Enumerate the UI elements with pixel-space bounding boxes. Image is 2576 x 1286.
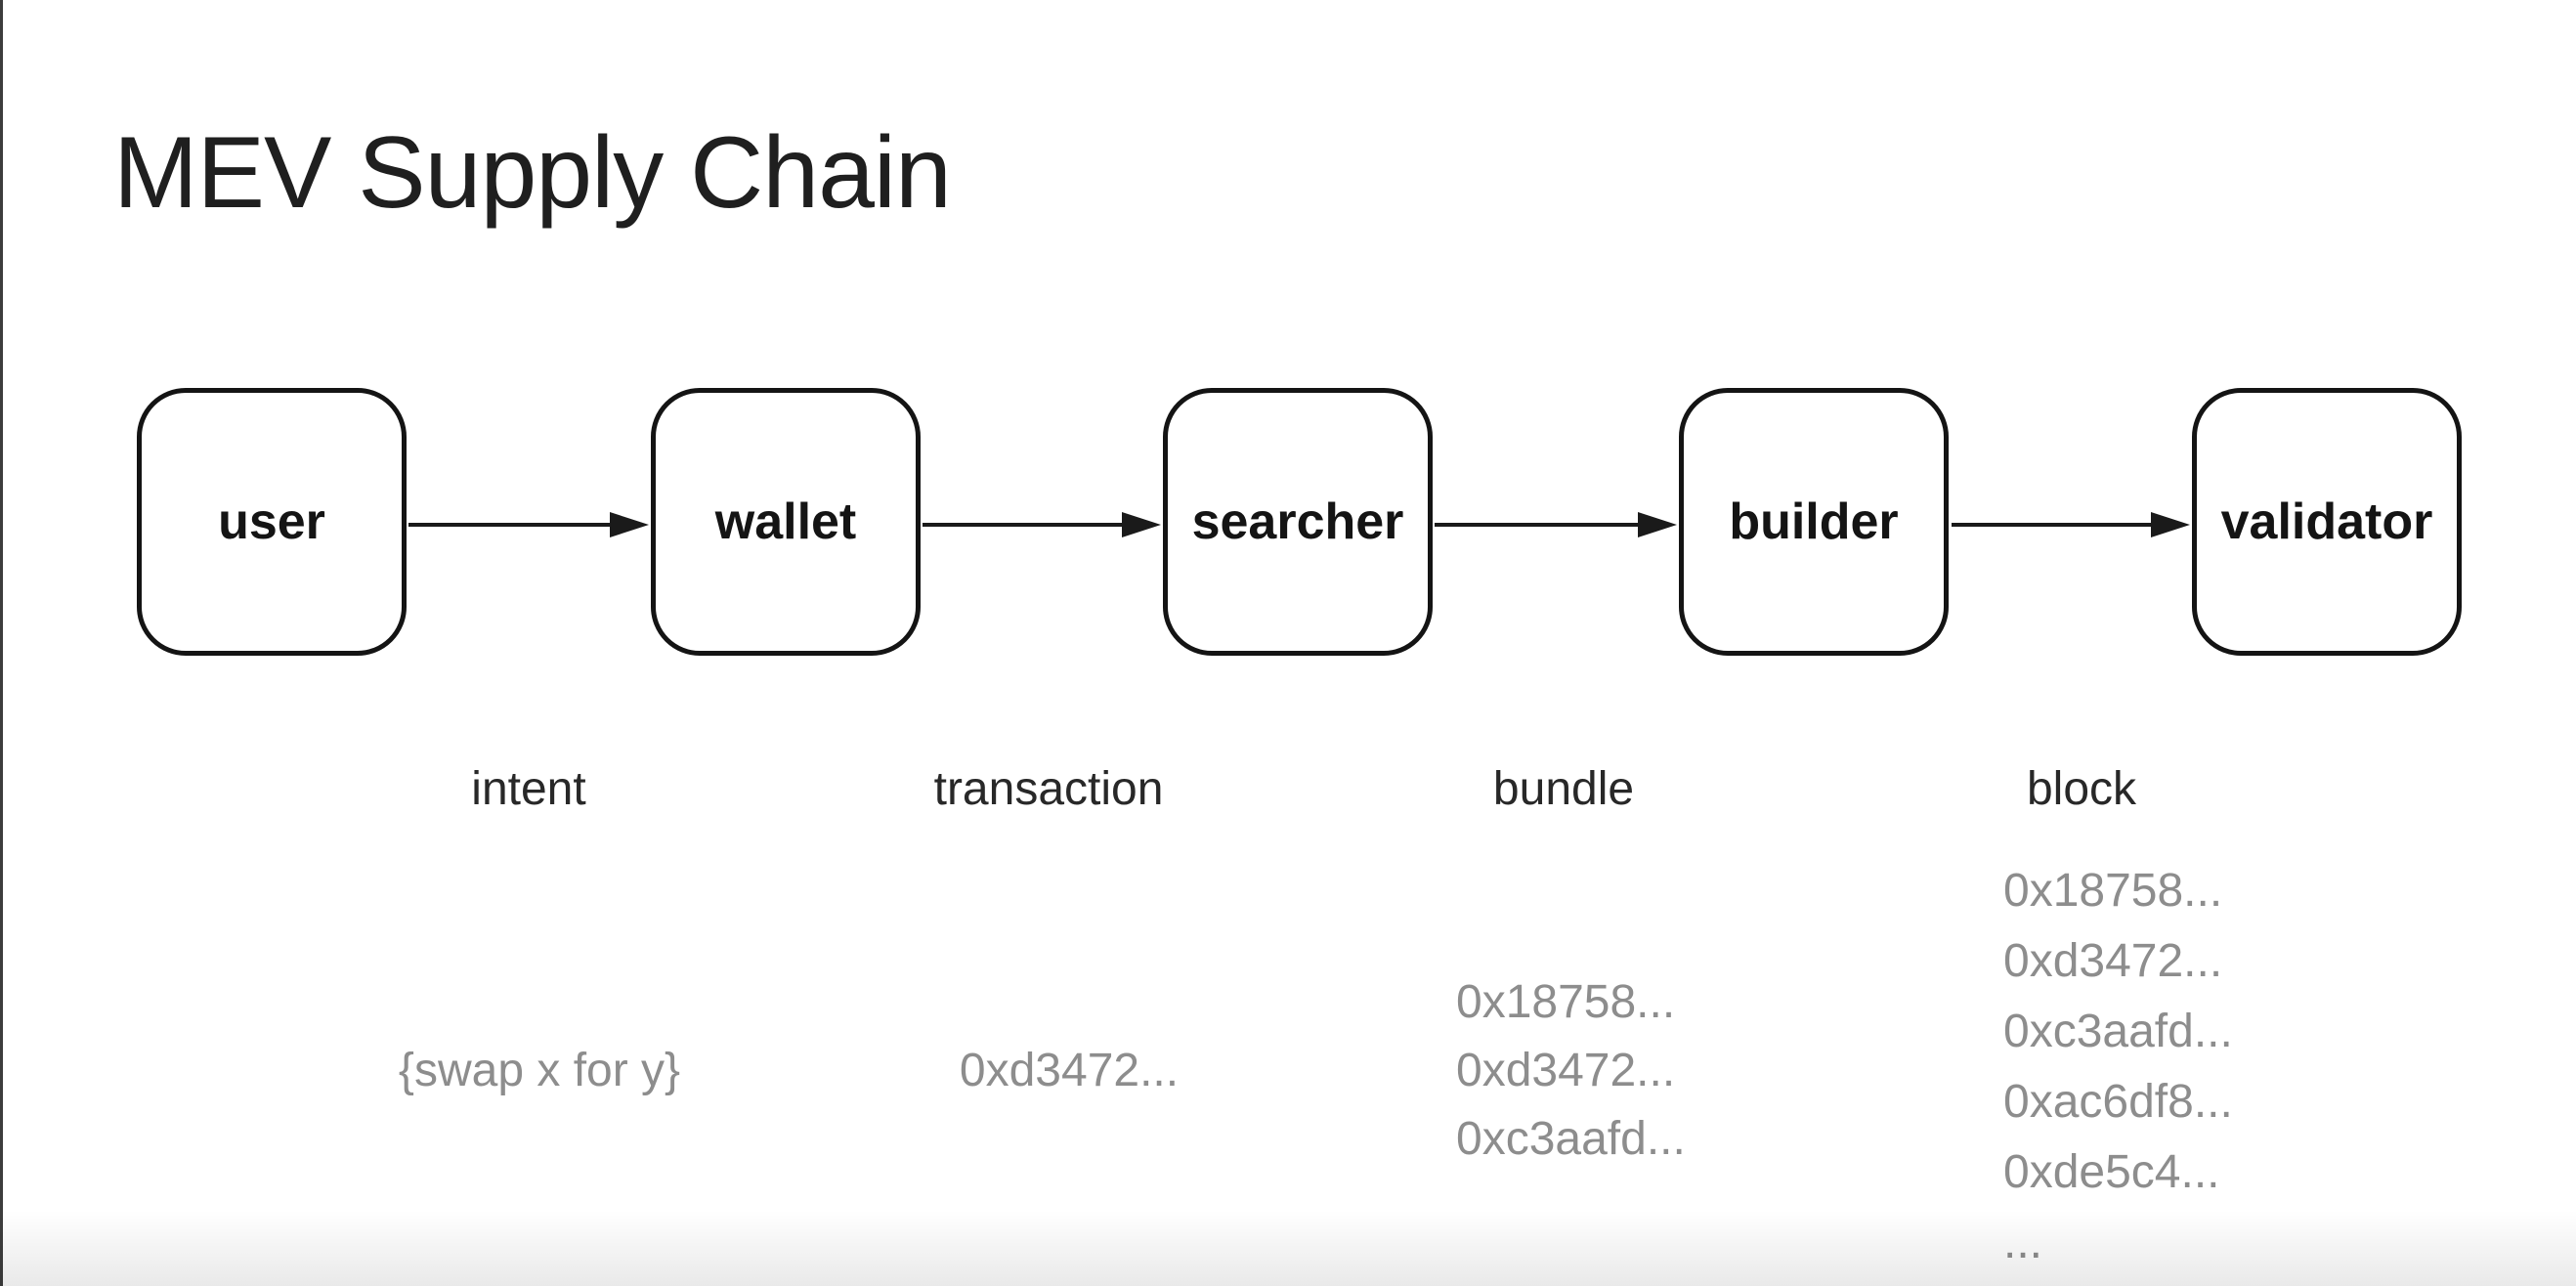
- node-validator: validator: [2192, 388, 2462, 656]
- payload-transaction: 0xd3472...: [959, 1045, 1180, 1096]
- node-user-label: user: [218, 493, 325, 550]
- left-edge-line: [0, 0, 3, 1286]
- edge-label-bundle: bundle: [1492, 763, 1635, 815]
- payload-line: 0xac6df8...: [2003, 1076, 2233, 1128]
- payload-line: 0x18758...: [2003, 865, 2223, 917]
- payload-line: 0x18758...: [1456, 976, 1676, 1028]
- payload-bundle-list: 0x18758... 0xd3472... 0xc3aafd...: [1456, 968, 1686, 1174]
- arrow-user-to-wallet: [408, 511, 649, 538]
- node-builder-label: builder: [1729, 493, 1899, 550]
- arrow-shaft: [1952, 523, 2153, 527]
- arrow-shaft: [408, 523, 612, 527]
- edge-label-intent: intent: [471, 763, 586, 815]
- node-wallet-label: wallet: [714, 493, 857, 550]
- node-wallet: wallet: [651, 388, 921, 656]
- arrow-wallet-to-searcher: [923, 511, 1161, 538]
- page-title: MEV Supply Chain: [113, 115, 952, 230]
- payload-line: ...: [2003, 1217, 2043, 1268]
- payload-line: 0xc3aafd...: [1456, 1113, 1686, 1165]
- edge-label-block: block: [2026, 763, 2137, 815]
- node-searcher-label: searcher: [1191, 493, 1404, 550]
- node-user: user: [137, 388, 407, 656]
- node-searcher: searcher: [1163, 388, 1433, 656]
- edge-label-transaction: transaction: [933, 763, 1164, 815]
- payload-intent: {swap x for y}: [398, 1045, 681, 1096]
- payload-line: 0xd3472...: [1456, 1045, 1676, 1096]
- payload-line: 0xde5c4...: [2003, 1146, 2220, 1198]
- arrow-shaft: [923, 523, 1124, 527]
- node-builder: builder: [1679, 388, 1949, 656]
- arrow-searcher-to-builder: [1435, 511, 1677, 538]
- payload-line: 0xc3aafd...: [2003, 1006, 2233, 1057]
- node-validator-label: validator: [2220, 493, 2433, 550]
- arrowhead-icon: [1122, 512, 1161, 537]
- payload-block-list: 0x18758... 0xd3472... 0xc3aafd... 0xac6d…: [2003, 856, 2233, 1278]
- arrow-shaft: [1435, 523, 1640, 527]
- arrowhead-icon: [1638, 512, 1677, 537]
- arrowhead-icon: [2151, 512, 2190, 537]
- arrow-builder-to-validator: [1952, 511, 2190, 538]
- payload-line: 0xd3472...: [2003, 935, 2223, 987]
- arrowhead-icon: [610, 512, 649, 537]
